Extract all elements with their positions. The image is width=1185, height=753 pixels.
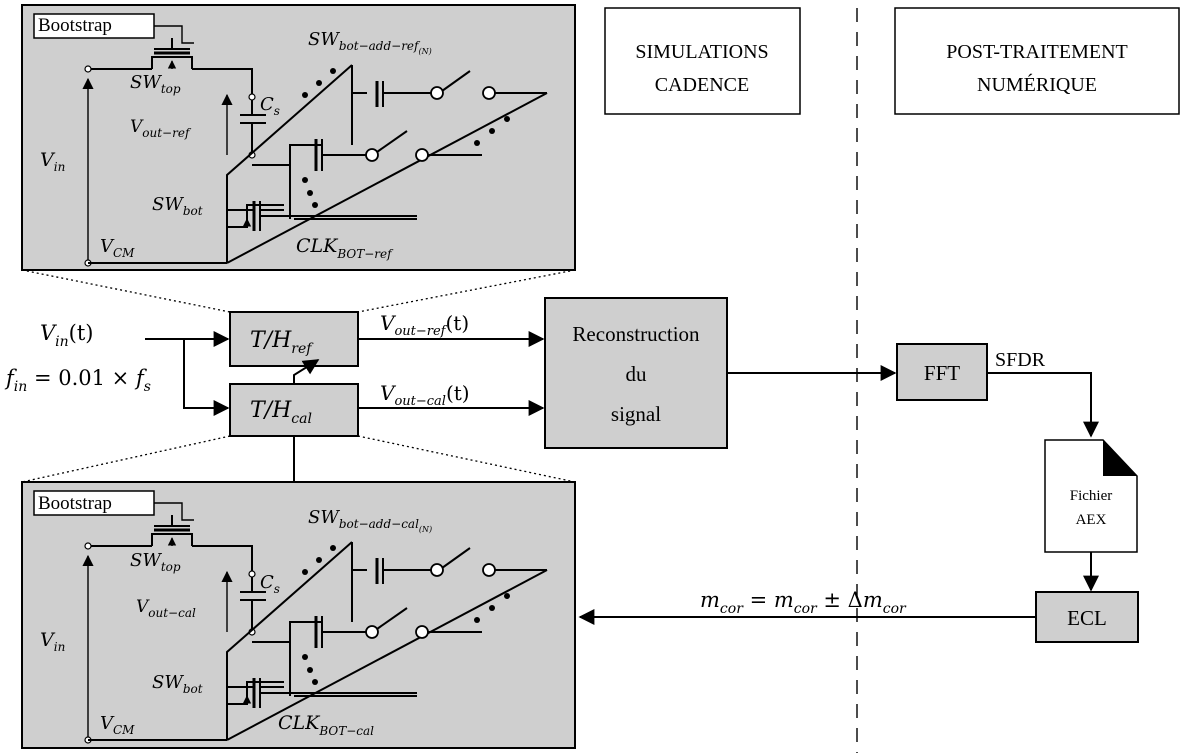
- th-cal-block: T/Hcal: [229, 383, 359, 437]
- svg-text:ECL: ECL: [1067, 606, 1107, 630]
- post-processing-line1: POST-TRAITEMENT: [946, 41, 1127, 63]
- vout-ref-label: Vout−ref(t): [380, 311, 469, 339]
- sfdr-label: SFDR: [995, 349, 1046, 371]
- svg-text:T/Href: T/Href: [250, 328, 314, 357]
- fin-label: fin = 0.01 × fs: [4, 366, 151, 395]
- fft-block: FFT: [896, 343, 988, 401]
- top-sw-top-label: SWtop: [130, 72, 181, 96]
- vout-cal-label: Vout−cal(t): [380, 381, 470, 409]
- calibration-control-arrow: [293, 359, 320, 384]
- zoom-line-top-right: [357, 269, 576, 313]
- bottom-sw-bot-label: SWbot: [152, 672, 203, 696]
- zoom-line-top-left: [21, 269, 231, 313]
- top-vcm-label: VCM: [100, 236, 135, 260]
- bottom-cs-label: Cs: [260, 572, 280, 596]
- bottom-sw-top-label: SWtop: [130, 550, 181, 574]
- post-processing-line2: NUMÉRIQUE: [977, 73, 1097, 96]
- top-clk-label: CLKBOT−ref: [296, 235, 394, 261]
- mcor-label: mcor = mcor ± Δmcor: [700, 588, 907, 617]
- input-wire-cal: [183, 339, 230, 416]
- file-line2: AEX: [1076, 512, 1107, 528]
- th-ref-block: T/Href: [229, 311, 359, 367]
- bottom-bootstrap-label: Bootstrap: [38, 493, 112, 514]
- top-sw-add-label: SWbot−add−ref(N): [308, 29, 432, 56]
- top-circuit-panel: Bootstrap SWtop Vout−ref Cs Vin VCM SWbo…: [21, 4, 576, 271]
- svg-text:FFT: FFT: [924, 361, 960, 385]
- fft-to-file-wire: [987, 372, 1099, 438]
- bottom-vout-label: Vout−cal: [136, 597, 196, 620]
- top-cs-label: Cs: [260, 94, 280, 118]
- bottom-sw-add-label: SWbot−add−cal(N): [308, 507, 432, 534]
- top-bootstrap-label: Bootstrap: [38, 15, 112, 36]
- bottom-vin-label: Vin: [40, 629, 65, 654]
- top-vout-label: Vout−ref: [130, 117, 192, 140]
- simulations-line1: SIMULATIONS: [635, 41, 768, 63]
- simulations-line2: CADENCE: [655, 74, 749, 96]
- simulations-cadence-box: SIMULATIONS CADENCE: [604, 7, 801, 115]
- bottom-vcm-label: VCM: [100, 713, 135, 737]
- zoom-line-bottom-left: [21, 435, 231, 483]
- ecl-block: ECL: [1035, 591, 1139, 643]
- post-processing-box: POST-TRAITEMENT NUMÉRIQUE: [894, 7, 1180, 115]
- svg-text:T/Hcal: T/Hcal: [250, 398, 312, 427]
- top-sw-bot-label: SWbot: [152, 194, 203, 218]
- bottom-clk-label: CLKBOT−cal: [278, 712, 374, 738]
- reconstruction-line1: Reconstruction: [572, 322, 700, 346]
- file-line1: Fichier: [1070, 488, 1113, 504]
- bottom-circuit-panel: Bootstrap SWtop Vout−cal Cs Vin VCM SWbo…: [21, 481, 576, 749]
- top-vin-label: Vin: [40, 149, 65, 174]
- reconstruction-line3: signal: [611, 402, 661, 426]
- aex-file-icon: Fichier AEX: [1044, 439, 1138, 553]
- zoom-line-bottom-right: [357, 435, 576, 483]
- reconstruction-block: Reconstruction du signal: [544, 297, 728, 449]
- reconstruction-line2: du: [626, 362, 648, 386]
- vin-t-label: Vin(t): [40, 321, 94, 350]
